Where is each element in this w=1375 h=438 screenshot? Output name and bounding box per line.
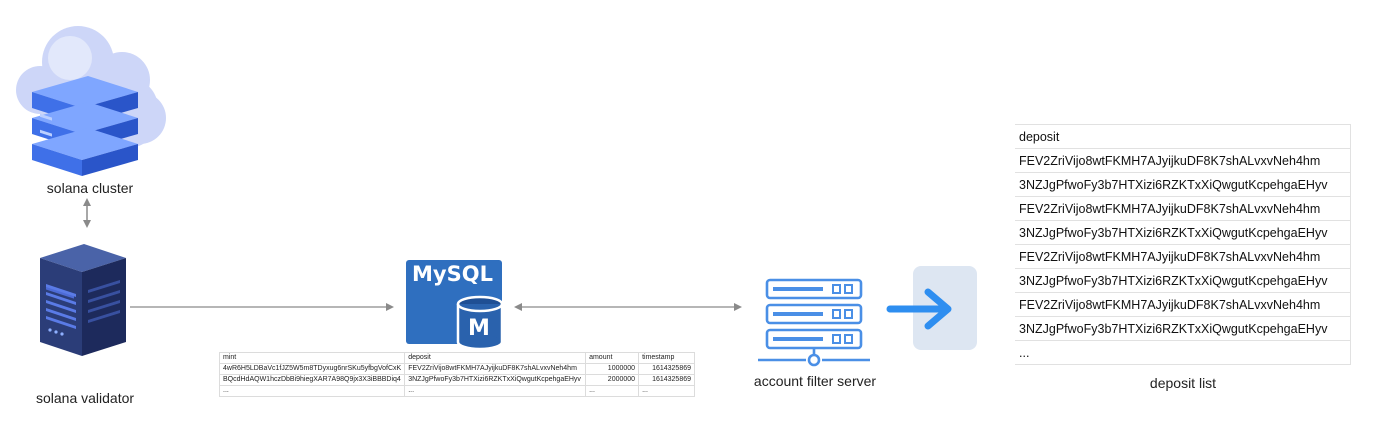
mysql-badge: M — [468, 316, 490, 341]
table-row: ... ... ... ... — [218, 385, 695, 397]
cell-mint: BQcdHdAQW1hczDbBi9hiegXAR7A98Q9jx3X3iBBB… — [218, 374, 406, 386]
table-row: FEV2ZriVijo8wtFKMH7AJyijkuDF8K7shALvxvNe… — [1015, 292, 1351, 317]
header-deposit: deposit — [1015, 124, 1351, 149]
cell-amount: ... — [585, 385, 640, 397]
cell-deposit: FEV2ZriVijo8wtFKMH7AJyijkuDF8K7shALvxvNe… — [1015, 292, 1351, 317]
cell-deposit: 3NZJgPfwoFy3b7HTXizi6RZKTxXiQwgutKcpehga… — [1015, 316, 1351, 341]
solana-cluster-label: solana cluster — [46, 180, 134, 196]
cell-mint: ... — [218, 385, 406, 397]
cloud-server-icon — [16, 26, 166, 176]
server-rack-icon — [40, 244, 126, 356]
table-row: 3NZJgPfwoFy3b7HTXizi6RZKTxXiQwgutKcpehga… — [1015, 220, 1351, 245]
mysql-table: mint deposit amount timestamp 4wR6H5LDBa… — [218, 352, 695, 397]
cell-deposit: FEV2ZriVijo8wtFKMH7AJyijkuDF8K7shALvxvNe… — [1015, 148, 1351, 173]
cell-deposit: FEV2ZriVijo8wtFKMH7AJyijkuDF8K7shALvxvNe… — [404, 363, 587, 375]
cell-deposit: 3NZJgPfwoFy3b7HTXizi6RZKTxXiQwgutKcpehga… — [1015, 268, 1351, 293]
deposit-list-label: deposit list — [1149, 375, 1217, 391]
mysql-database-icon — [406, 260, 504, 351]
header-deposit: deposit — [404, 352, 587, 364]
cell-amount: 1000000 — [585, 363, 640, 375]
cell-timestamp: 1614325869 — [638, 374, 695, 386]
cell-deposit: FEV2ZriVijo8wtFKMH7AJyijkuDF8K7shALvxvNe… — [1015, 244, 1351, 269]
cell-timestamp: 1614325869 — [638, 363, 695, 375]
server-icon — [758, 278, 870, 367]
cell-deposit: 3NZJgPfwoFy3b7HTXizi6RZKTxXiQwgutKcpehga… — [1015, 172, 1351, 197]
table-row: FEV2ZriVijo8wtFKMH7AJyijkuDF8K7shALvxvNe… — [1015, 244, 1351, 269]
mysql-node: MySQL M — [404, 258, 514, 354]
table-header-row: deposit — [1015, 124, 1351, 149]
cell-amount: 2000000 — [585, 374, 640, 386]
arrow-right-icon — [886, 288, 952, 330]
table-row: 4wR6H5LDBaVc1fJZ5W5m8TDyxug6nrSKu5yfbgVo… — [218, 363, 695, 375]
header-timestamp: timestamp — [638, 352, 695, 364]
solana-cluster-node: solana cluster — [10, 18, 170, 203]
cell-deposit: FEV2ZriVijo8wtFKMH7AJyijkuDF8K7shALvxvNe… — [1015, 196, 1351, 221]
solana-validator-node: solana validator — [20, 240, 150, 410]
cell-deposit: ... — [404, 385, 587, 397]
account-filter-server-label: account filter server — [753, 373, 877, 389]
cell-deposit: 3NZJgPfwoFy3b7HTXizi6RZKTxXiQwgutKcpehga… — [1015, 220, 1351, 245]
table-row: FEV2ZriVijo8wtFKMH7AJyijkuDF8K7shALvxvNe… — [1015, 196, 1351, 221]
cell-deposit: 3NZJgPfwoFy3b7HTXizi6RZKTxXiQwgutKcpehga… — [404, 374, 587, 386]
table-row: 3NZJgPfwoFy3b7HTXizi6RZKTxXiQwgutKcpehga… — [1015, 172, 1351, 197]
solana-validator-label: solana validator — [35, 390, 135, 406]
header-amount: amount — [585, 352, 640, 364]
account-filter-server-node: account filter server — [740, 268, 890, 398]
table-header-row: mint deposit amount timestamp — [218, 352, 695, 364]
cell-timestamp: ... — [638, 385, 695, 397]
table-row: 3NZJgPfwoFy3b7HTXizi6RZKTxXiQwgutKcpehga… — [1015, 316, 1351, 341]
table-row: FEV2ZriVijo8wtFKMH7AJyijkuDF8K7shALvxvNe… — [1015, 148, 1351, 173]
header-mint: mint — [218, 352, 406, 364]
cell-deposit: ... — [1015, 340, 1351, 365]
table-row: 3NZJgPfwoFy3b7HTXizi6RZKTxXiQwgutKcpehga… — [1015, 268, 1351, 293]
mysql-label: MySQL — [412, 262, 493, 286]
deposit-list-table: deposit FEV2ZriVijo8wtFKMH7AJyijkuDF8K7s… — [1015, 124, 1351, 365]
table-row: BQcdHdAQW1hczDbBi9hiegXAR7A98Q9jx3X3iBBB… — [218, 374, 695, 386]
cell-mint: 4wR6H5LDBaVc1fJZ5W5m8TDyxug6nrSKu5yfbgVo… — [218, 363, 406, 375]
table-row: ... — [1015, 340, 1351, 365]
